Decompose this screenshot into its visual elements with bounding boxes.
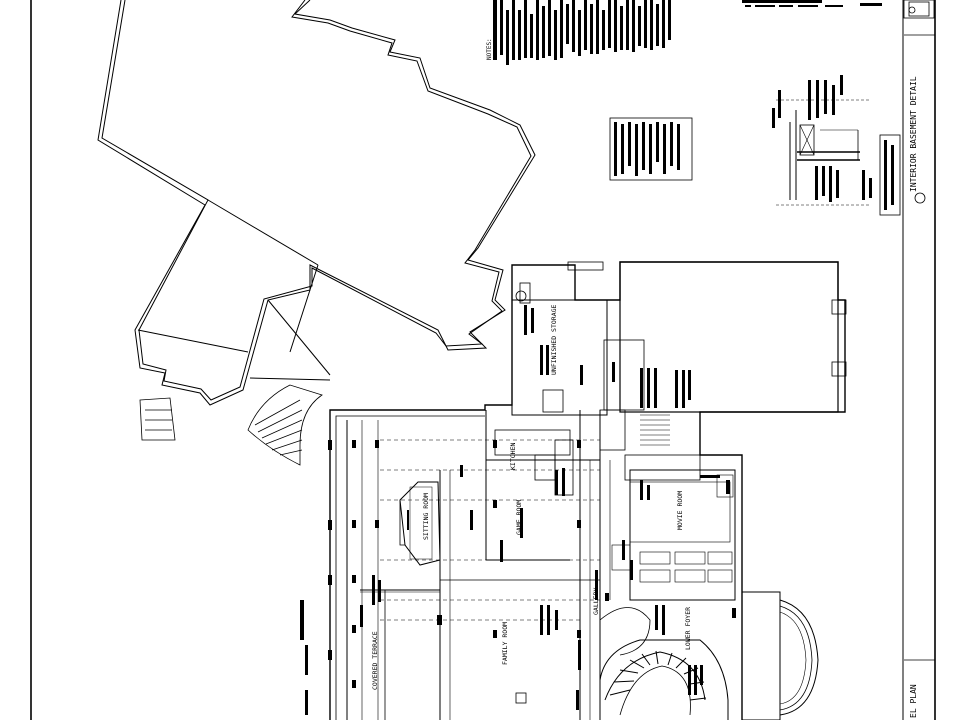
room-label-game-room: GAME ROOM bbox=[515, 500, 523, 535]
sheet-border bbox=[30, 0, 936, 720]
detail-title: INTERIOR BASEMENT DETAIL bbox=[909, 76, 918, 192]
upper-wing-foundation bbox=[97, 0, 536, 406]
basement-plan bbox=[329, 261, 847, 721]
room-label-covered-terrace: COVERED TERRACE bbox=[371, 631, 379, 690]
room-label-movie-room: MOVIE ROOM bbox=[676, 491, 684, 530]
general-notes bbox=[493, 0, 671, 65]
header-notes-strip bbox=[742, 0, 882, 7]
room-label-kitchen: KITCHEN bbox=[509, 443, 517, 470]
dimension-markers bbox=[300, 440, 736, 715]
exterior-stairs bbox=[139, 384, 323, 466]
plan-title: EL PLAN bbox=[909, 684, 918, 718]
room-label-unfinished-storage: UNFINISHED STORAGE bbox=[550, 304, 558, 375]
room-label-gallery: GALLERY bbox=[592, 588, 600, 615]
interior-basement-detail bbox=[772, 75, 926, 216]
title-block bbox=[903, 0, 935, 661]
plan-annotations bbox=[360, 305, 720, 710]
notes-header: NOTES: bbox=[486, 38, 493, 60]
room-label-sitting-room: SITTING ROOM bbox=[422, 493, 430, 540]
room-label-lower-foyer: LOWER FOYER bbox=[684, 607, 692, 650]
room-label-family-room: FAMILY ROOM bbox=[501, 622, 509, 665]
legend-box bbox=[609, 117, 693, 181]
